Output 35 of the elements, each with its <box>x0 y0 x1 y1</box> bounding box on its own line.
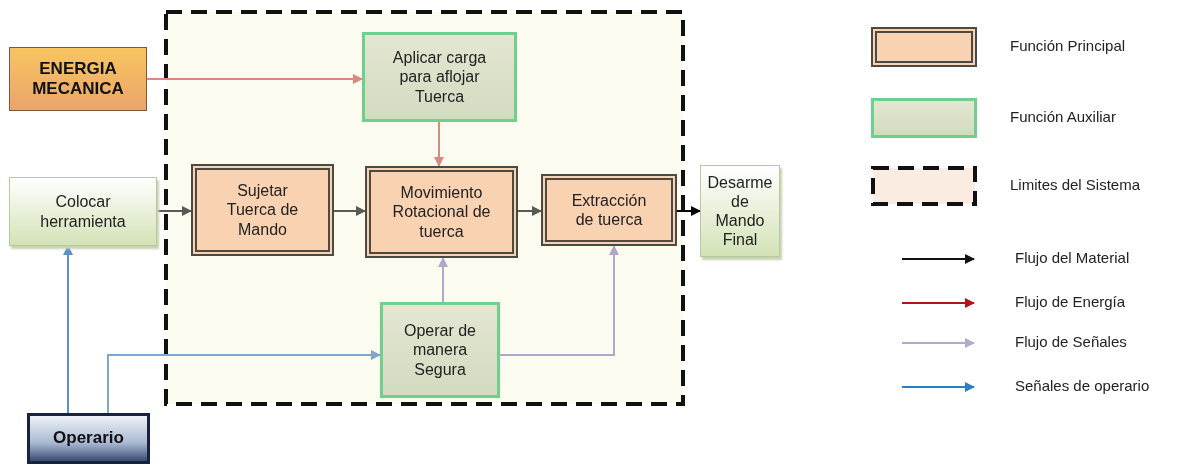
legend-label: Flujo de Energía <box>1015 293 1126 310</box>
legend-label: Flujo de Señales <box>1015 333 1127 350</box>
box-label: Movimiento Rotacional de tuerca <box>391 183 492 241</box>
main-function-box <box>191 164 334 256</box>
box-label: Desarme de Mando Final <box>706 172 774 250</box>
process-box <box>700 165 780 257</box>
operator-box <box>27 413 150 464</box>
process-box <box>9 177 157 246</box>
legend-label: Limites del Sistema <box>1010 176 1141 193</box>
energy-source-box <box>9 47 147 111</box>
main-function-box <box>541 174 677 246</box>
box-label: Operario <box>53 428 124 449</box>
main-function-box <box>365 166 518 258</box>
legend-label: Función Auxiliar <box>1010 108 1116 125</box>
arrow <box>333 206 366 216</box>
arrow <box>499 245 619 356</box>
box-label: Extracción de tuerca <box>570 190 648 230</box>
arrow <box>434 121 444 167</box>
box-label: Aplicar carga para aflojar Tuerca <box>391 48 488 106</box>
auxiliary-function-box <box>362 32 517 122</box>
box-label: Sujetar Tuerca de Mando <box>225 181 300 239</box>
arrow <box>517 206 542 216</box>
legend-label: Señales de operario <box>1015 377 1150 394</box>
legend-label: Flujo del Material <box>1015 249 1130 266</box>
box-label: ENERGIA MECANICA <box>31 58 125 100</box>
box-label: Colocar herramienta <box>39 192 127 231</box>
arrow <box>107 350 381 414</box>
arrow <box>63 245 73 414</box>
legend-label: Función Principal <box>1010 37 1126 54</box>
arrow <box>146 74 363 84</box>
arrow <box>438 257 448 303</box>
auxiliary-function-box <box>380 302 500 398</box>
box-label: Operar de manera Segura <box>402 321 477 379</box>
arrow <box>156 206 192 216</box>
arrow <box>676 206 701 216</box>
